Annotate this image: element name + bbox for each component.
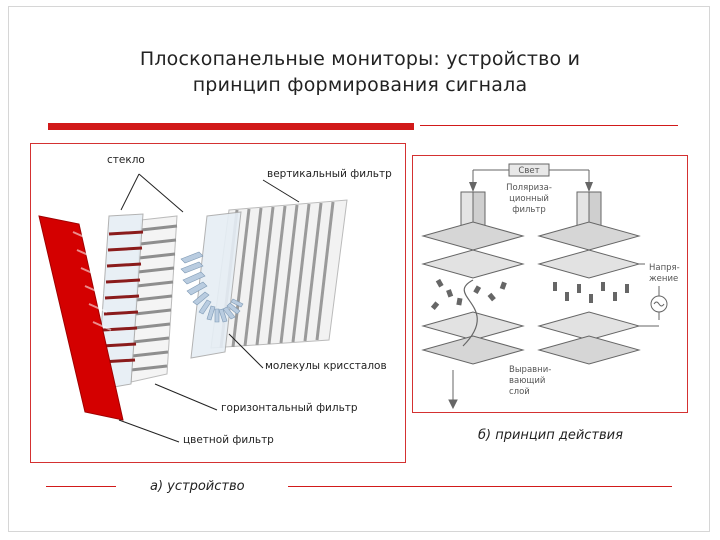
- caption-structure: а) устройство: [150, 479, 245, 494]
- vertical-filter-layer: [210, 199, 348, 349]
- caption-line-left: [46, 486, 116, 487]
- label-polarization-filter-line1: Поляриза-: [506, 183, 552, 193]
- label-alignment-line2: вающий: [509, 376, 545, 386]
- label-glass: стекло: [107, 154, 145, 166]
- slide-title: Плоскопанельные мониторы: устройство и п…: [90, 46, 630, 98]
- slide-frame: [8, 6, 710, 532]
- crystal-molecules-layer: [180, 251, 244, 323]
- horizontal-filter-layer: [130, 215, 178, 383]
- label-voltage-line2: жение: [649, 274, 678, 284]
- title-accent-bar: [48, 123, 414, 130]
- title-line-1: Плоскопанельные мониторы: устройство и: [139, 48, 581, 70]
- lcd-structure-illustration: [38, 173, 348, 443]
- label-alignment-line3: слой: [509, 387, 530, 397]
- right-molecule-dots: [553, 282, 629, 303]
- caption-operation-principle: б) принцип действия: [478, 428, 623, 443]
- right-cell-stack: [537, 191, 641, 365]
- left-cell-stack: [421, 191, 525, 410]
- front-glass-stripes: [100, 230, 144, 364]
- label-polarization-filter-line2: ционный: [509, 194, 549, 204]
- label-vertical-filter: вертикальный фильтр: [267, 168, 392, 180]
- title-accent-line: [420, 125, 678, 126]
- voltage-circuit: [639, 263, 668, 327]
- label-light: Свет: [518, 166, 539, 176]
- label-color-filter: цветной фильтр: [183, 434, 274, 446]
- color-filter-stripes: [72, 231, 112, 331]
- color-filter-layer: [38, 215, 124, 421]
- caption-line-right: [288, 486, 672, 487]
- back-glass-layer: [190, 211, 242, 359]
- left-molecule-dots: [430, 278, 507, 310]
- label-polarization-filter-line3: фильтр: [512, 205, 546, 215]
- operation-principle-figure: Свет Поляриза- ционный фильтр: [412, 155, 688, 413]
- lcd-structure-figure: стекло вертикальный фильтр молекулы крис…: [30, 143, 406, 463]
- label-alignment-line1: Выравни-: [509, 365, 551, 375]
- label-horizontal-filter: горизонтальный фильтр: [221, 402, 358, 414]
- operation-principle-diagram: Свет Поляриза- ционный фильтр: [421, 163, 680, 410]
- title-line-2: принцип формирования сигнала: [192, 74, 528, 96]
- leader-lines: [118, 173, 300, 443]
- label-crystal-molecules: молекулы криссталов: [265, 360, 387, 372]
- label-voltage-line1: Напря-: [649, 263, 680, 273]
